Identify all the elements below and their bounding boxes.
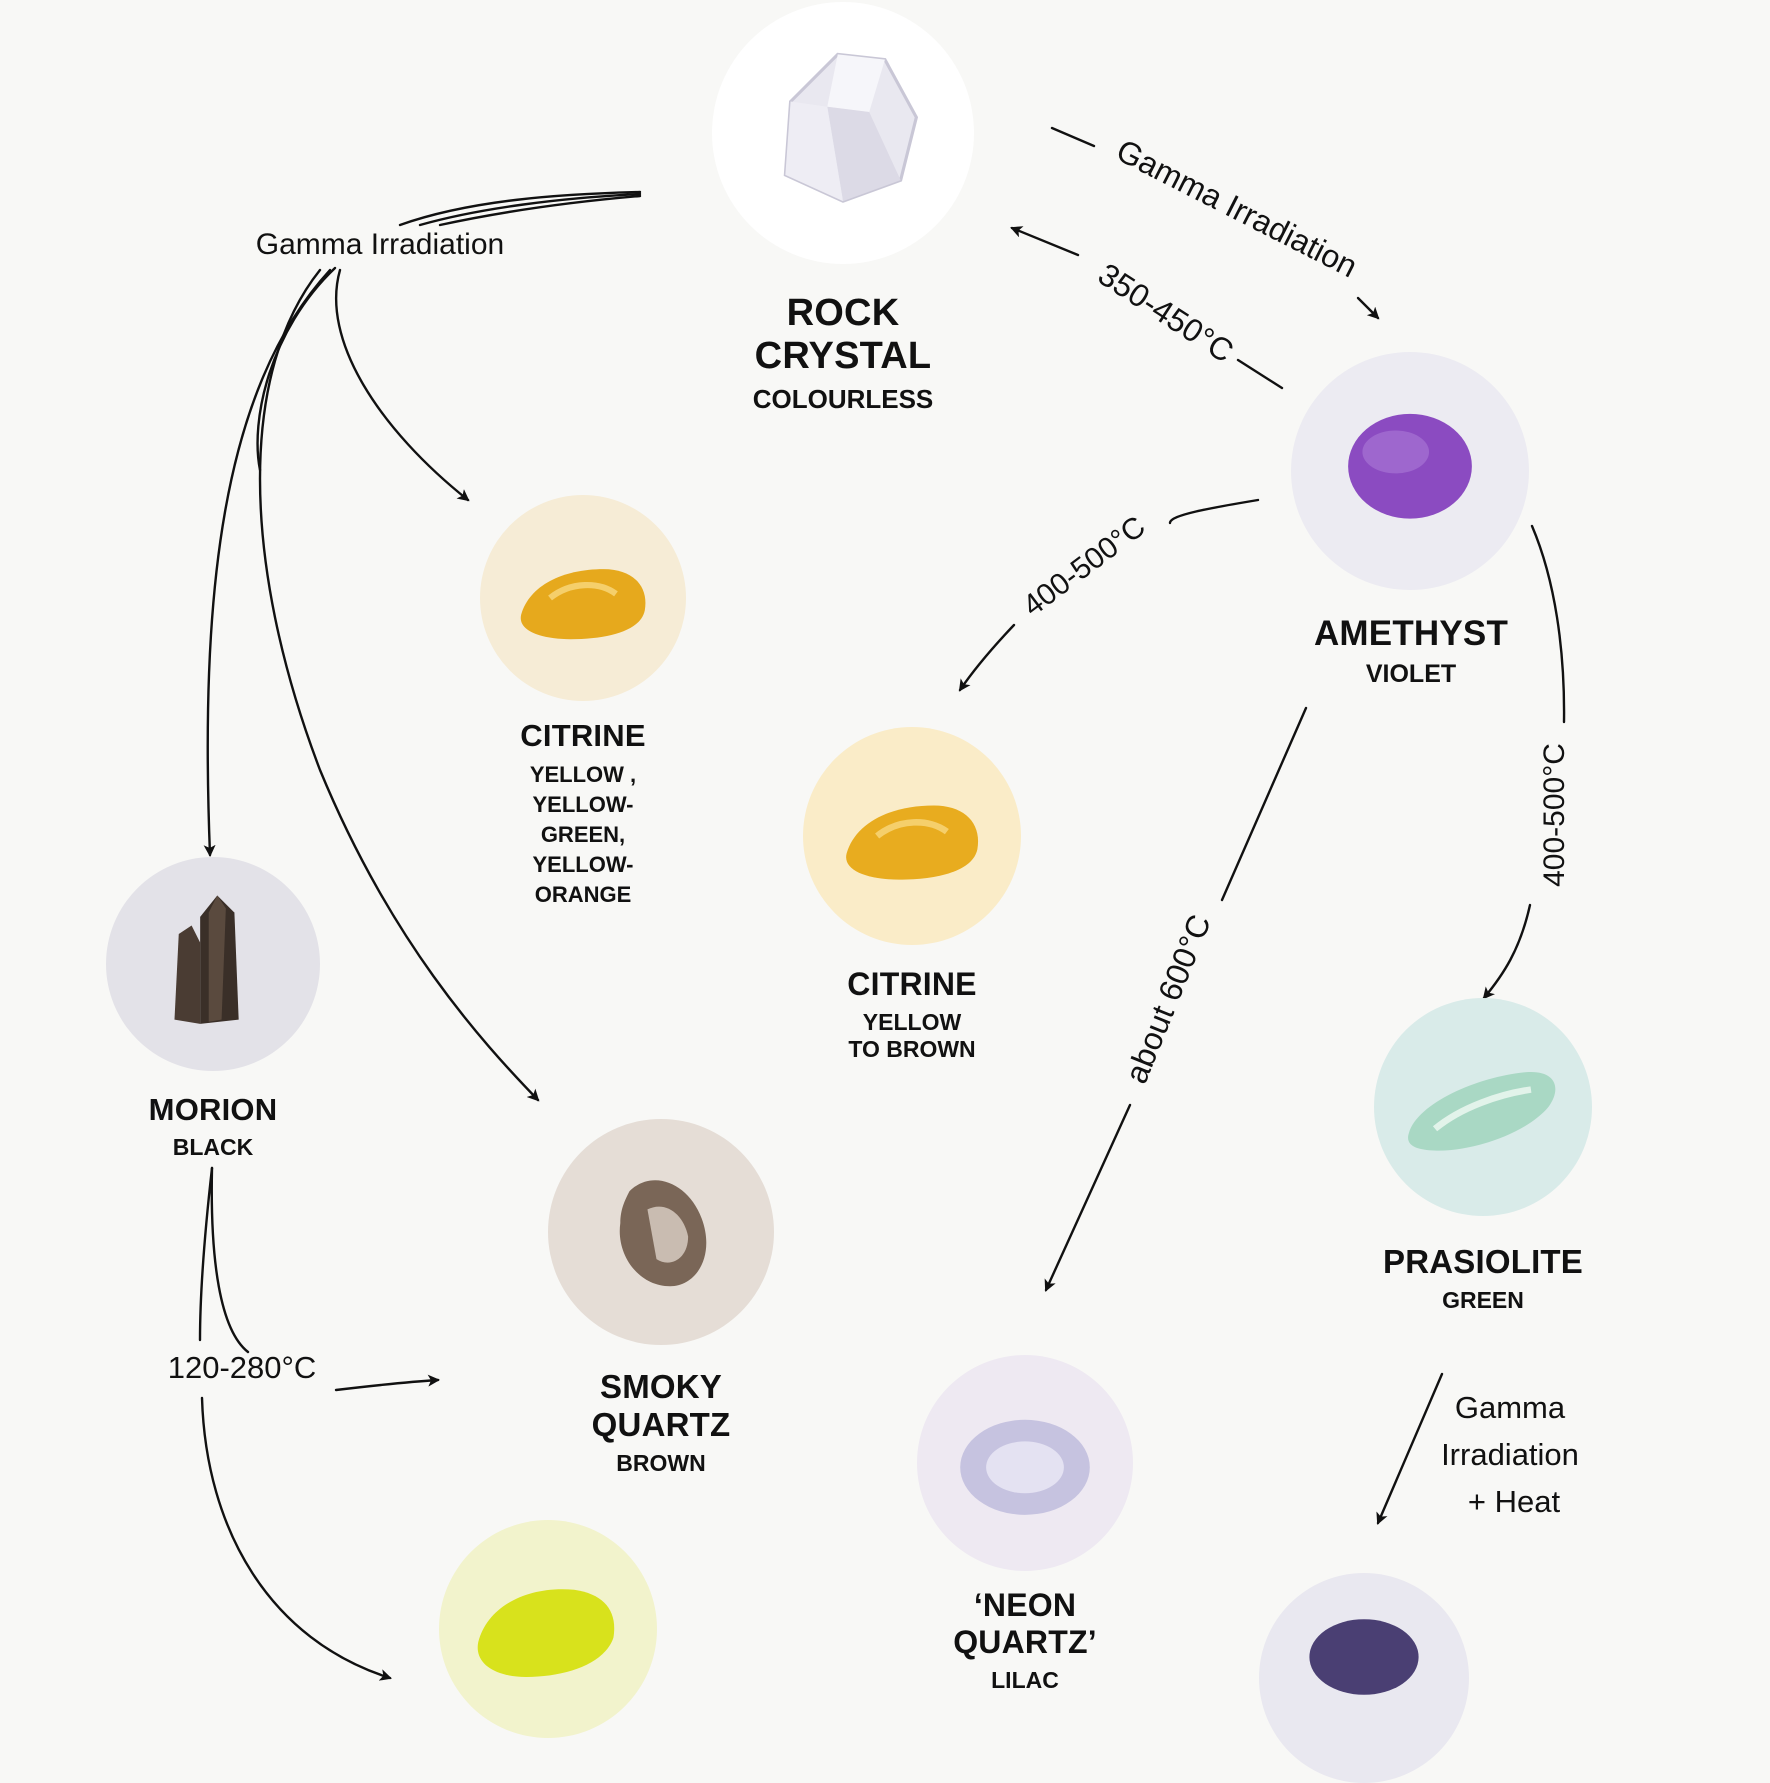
citrine-icon [803,727,1021,945]
lemon-quartz-icon [439,1520,657,1738]
arrow-amethyst-to-rock-a [1236,358,1284,390]
arrow-morion-to-smoky [334,1374,440,1392]
citrine-1-name: CITRINE [520,718,646,753]
morion-color: BLACK [172,1134,254,1160]
arrow-amethyst-to-neon-a [1220,706,1308,902]
prasiolite-label: PRASIOLITE GREEN [1383,1243,1583,1314]
citrine-2-label: CITRINE YELLOW TO BROWN [847,966,976,1063]
morion-icon [106,857,320,1071]
arrow-gamma-to-morion [203,268,332,857]
rock-crystal-color: COLOURLESS [752,384,934,414]
gamma-right-label: Gamma Irradiation [1111,132,1363,284]
morion-name: MORION [148,1092,278,1127]
gamma-bundle-top-3 [438,194,642,227]
amethyst-name: AMETHYST [1313,614,1509,653]
arrow-amethyst-to-rock-b [1010,226,1080,257]
rock-crystal-name: ROCK CRYSTAL [754,292,932,377]
arrow-amethyst-to-citrine-a [1168,498,1260,525]
arrow-prasiolite-to-blue [1376,1372,1444,1525]
rock-crystal-label: ROCK CRYSTAL COLOURLESS [753,292,934,415]
arrow-rock-to-amethyst-b [1356,296,1380,320]
citrine-1-color-line-1: YELLOW , YELLOW- [529,762,637,817]
prasiolite-color: GREEN [1442,1287,1524,1313]
prasiolite-name: PRASIOLITE [1382,1243,1584,1280]
arrow-gamma-to-citrine [335,268,470,502]
amethyst-prasiolite-label: 400-500°C [1538,743,1571,887]
amethyst-color: VIOLET [1365,660,1457,688]
citrine-1-color-line-2: GREEN, YELLOW- [532,822,634,877]
amethyst-icon [1291,352,1529,590]
arrow-rock-to-amethyst-a [1050,126,1096,148]
smoky-quartz-color: BROWN [616,1450,706,1476]
arrow-amethyst-to-prasiolite-b [1482,903,1532,1000]
citrine-1-label: CITRINE YELLOW , YELLOW- GREEN, YELLOW- … [520,718,645,910]
rock-return-label: 350-450°C [1092,256,1240,370]
morion-label: MORION BLACK [149,1092,278,1161]
neon-quartz-name: ‘NEON QUARTZ’ [953,1587,1097,1660]
citrine-1-color: YELLOW , YELLOW- GREEN, YELLOW- ORANGE [520,760,645,910]
arrow-amethyst-to-neon-b [1044,1103,1132,1292]
smoky-quartz-label: SMOKY QUARTZ BROWN [592,1368,731,1477]
arrow-morion-to-lemon [200,1396,392,1681]
citrine-2-name: CITRINE [847,966,977,1002]
blue-quartz-icon [1259,1573,1469,1783]
gamma-left-label: Gamma Irradiation [256,228,504,261]
quartz-transformation-diagram: Gamma Irradiation Gamma Irradiation 350-… [106,2,1592,1783]
rock-crystal-icon [712,2,974,264]
gamma-bundle-top [398,190,642,227]
morion-line-a [198,1166,214,1342]
amethyst-label: AMETHYST VIOLET [1314,614,1508,689]
prasiolite-gamma-label-1: Gamma [1455,1390,1566,1425]
arrow-amethyst-to-citrine-b [958,623,1016,692]
citrine-2-color: YELLOW TO BROWN [848,1009,976,1062]
morion-heat-label: 120-280°C [168,1350,317,1385]
prasiolite-gamma-label-2: Irradiation [1441,1437,1579,1472]
prasiolite-gamma-label-3: + Heat [1468,1484,1561,1519]
neon-quartz-icon [917,1355,1133,1571]
citrine-1-color-line-3: ORANGE [534,882,632,907]
smoky-quartz-icon [548,1119,774,1345]
neon-quartz-label: ‘NEON QUARTZ’ LILAC [953,1587,1097,1694]
gamma-bundle-top-2 [418,192,642,227]
smoky-quartz-name: SMOKY QUARTZ [591,1368,731,1443]
gamma-bundle-strand [256,266,337,472]
citrine-icon [480,495,686,701]
arrow-amethyst-to-prasiolite-a [1530,524,1566,724]
neon-quartz-color: LILAC [991,1667,1059,1693]
amethyst-neon-label: about 600°C [1118,909,1218,1088]
amethyst-citrine-label: 400-500°C [1017,510,1152,623]
prasiolite-icon [1374,998,1592,1216]
morion-line-b [210,1166,250,1354]
